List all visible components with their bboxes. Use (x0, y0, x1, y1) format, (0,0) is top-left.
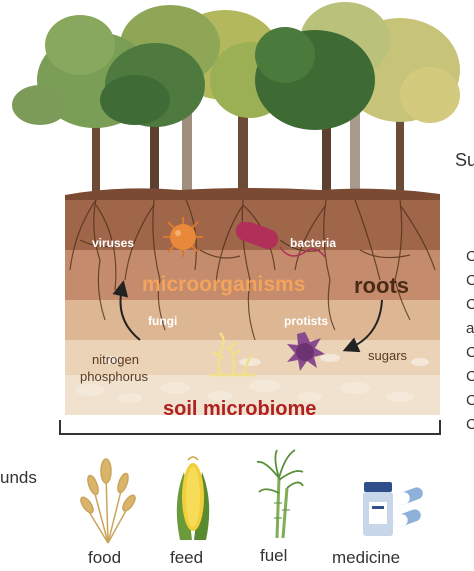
wheat-icon (80, 455, 136, 545)
label-nitrogen: nitrogen (92, 352, 139, 367)
left-arrow-icon (120, 288, 140, 340)
label-phosphorus: phosphorus (80, 369, 148, 384)
right-cropped-letter: C (466, 248, 474, 272)
right-cropped-letter: C (466, 296, 474, 320)
virus-icon (160, 215, 206, 259)
right-cropped-letter: a (466, 320, 474, 344)
label-sugars: sugars (368, 348, 407, 363)
product-label-feed: feed (170, 548, 203, 568)
right-cropped-heading: Su (455, 150, 474, 171)
label-roots: roots (354, 273, 409, 299)
left-cropped-text: unds (0, 468, 37, 488)
label-fungi: fungi (148, 314, 177, 328)
product-label-fuel: fuel (260, 546, 287, 566)
right-cropped-letter: C (466, 368, 474, 392)
right-cropped-letter: C (466, 416, 474, 440)
product-label-food: food (88, 548, 121, 568)
right-cropped-letter: C (466, 392, 474, 416)
right-cropped-letter: C (466, 344, 474, 368)
right-arrow-icon (350, 300, 382, 348)
sugarcane-icon (255, 448, 305, 540)
label-viruses: viruses (92, 236, 134, 250)
corn-icon (170, 452, 216, 544)
label-microorganisms: microorganisms (142, 273, 305, 297)
label-soil-microbiome: soil microbiome (163, 398, 316, 421)
product-label-medicine: medicine (332, 548, 400, 568)
label-bacteria: bacteria (290, 236, 336, 250)
right-cropped-list: C C C a C C C C (466, 248, 474, 440)
pills-icon (360, 478, 426, 544)
label-protists: protists (284, 314, 328, 328)
right-cropped-letter: C (466, 272, 474, 296)
